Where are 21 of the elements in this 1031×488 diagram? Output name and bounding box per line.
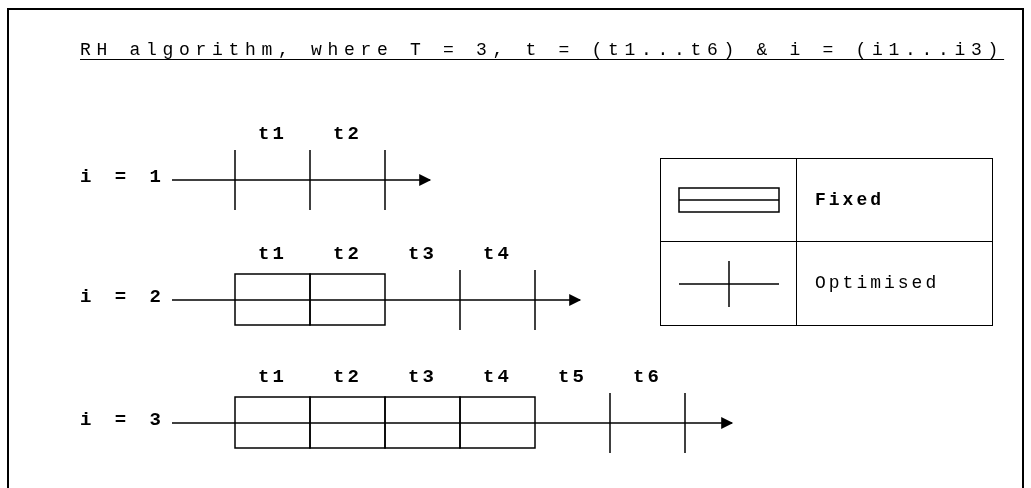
arrow	[171, 294, 582, 306]
legend-text: Optimised	[815, 272, 940, 295]
period-label: t2	[332, 242, 363, 266]
arrow	[171, 174, 432, 186]
row-label: i = 2	[80, 285, 172, 309]
title: RH algorithm, where T = 3, t = (t1...t6) & i = (i1...i3)	[80, 39, 1005, 62]
period-label: t1	[257, 122, 288, 146]
period-label: t1	[257, 365, 288, 389]
period-label: t2	[332, 122, 363, 146]
period-label: t4	[482, 242, 513, 266]
period-label: t1	[257, 242, 288, 266]
row-label: i = 1	[80, 165, 172, 189]
period-label: t5	[557, 365, 588, 389]
period-label: t3	[407, 365, 438, 389]
legend-text: Fixed	[815, 188, 884, 212]
period-label: t3	[407, 242, 438, 266]
arrow	[171, 417, 734, 429]
period-label: t2	[332, 365, 363, 389]
row-label: i = 3	[80, 408, 172, 432]
period-label: t6	[632, 365, 663, 389]
period-label: t4	[482, 365, 513, 389]
